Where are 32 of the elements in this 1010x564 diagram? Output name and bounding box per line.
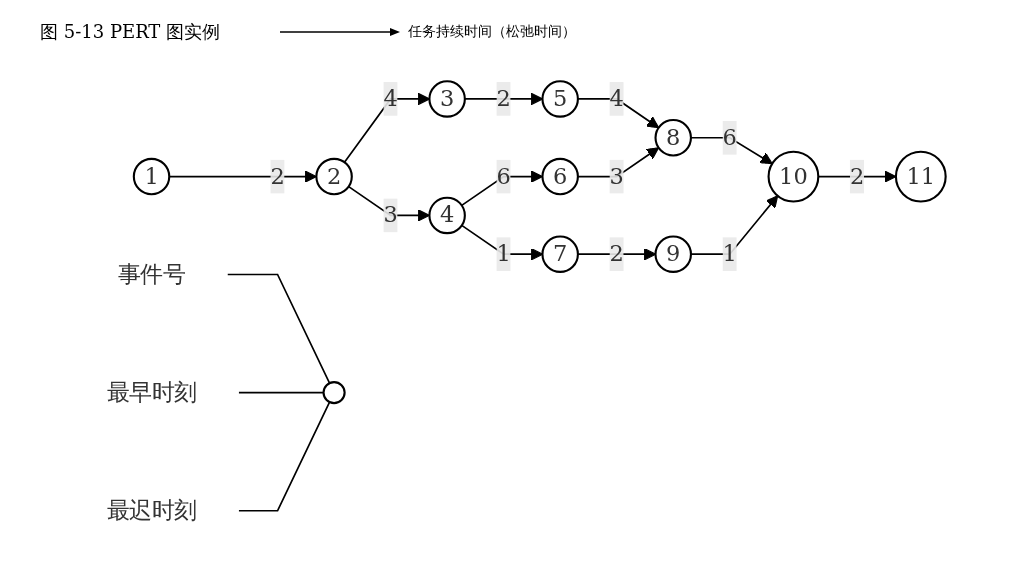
node-text: 事件号 bbox=[117, 260, 186, 288]
edge-label: 2 bbox=[270, 162, 285, 190]
node-circle: 1 bbox=[132, 157, 171, 196]
arrow bbox=[168, 170, 317, 183]
edge-label: 3 bbox=[383, 201, 398, 229]
node-circle: 11 bbox=[894, 150, 947, 203]
node-circle bbox=[322, 381, 346, 405]
node-circle: 6 bbox=[541, 157, 579, 196]
node-text: 最早时刻 bbox=[106, 378, 197, 406]
node-circle: 10 bbox=[767, 150, 820, 203]
edge-label: 2 bbox=[849, 162, 865, 190]
edge-label: 2 bbox=[609, 240, 624, 267]
edge-label: 2 bbox=[496, 84, 511, 112]
node-circle: 5 bbox=[541, 80, 579, 118]
node-circle: 7 bbox=[541, 235, 579, 273]
edge-label: 1 bbox=[722, 240, 737, 267]
node-circle: 3 bbox=[428, 80, 466, 118]
legend-text: 任务持续时间（松弛时间） bbox=[408, 23, 577, 41]
diagram-title: 图 5-13 PERT 图实例 bbox=[40, 20, 221, 44]
node-circle: 9 bbox=[654, 235, 692, 273]
node-text: 最迟时刻 bbox=[106, 496, 197, 524]
connector bbox=[226, 273, 331, 384]
edge-label: 4 bbox=[383, 84, 398, 112]
connector bbox=[237, 401, 331, 512]
node-circle: 2 bbox=[315, 157, 353, 196]
edge-label: 6 bbox=[722, 123, 737, 151]
edge-label: 1 bbox=[496, 240, 511, 267]
edge-label: 6 bbox=[496, 162, 511, 190]
edge-label: 3 bbox=[609, 162, 624, 190]
node-circle: 8 bbox=[654, 119, 692, 157]
edge-label: 4 bbox=[609, 84, 624, 112]
node-circle: 4 bbox=[428, 196, 466, 235]
